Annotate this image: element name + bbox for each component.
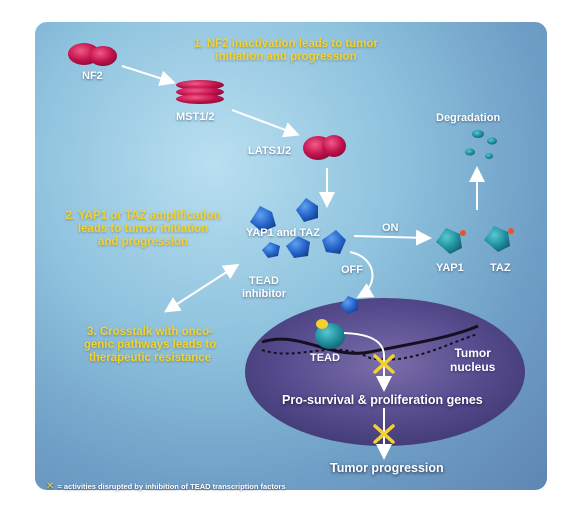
degradation-label: Degradation (436, 112, 501, 124)
taz-label: TAZ (490, 262, 511, 274)
legend-text: = activities disrupted by inhibition of … (57, 482, 286, 491)
degradation-fragments (465, 130, 497, 159)
arrow-crosstalk (163, 263, 240, 313)
arrow-nf2-mst (121, 65, 176, 86)
note-crosstalk: 3. Crosstalk with onco- genic pathways l… (83, 326, 217, 364)
yap-entering-nucleus (340, 296, 358, 314)
legend-cross-icon: ✕ (46, 481, 55, 492)
tead-label: TEAD (310, 352, 340, 364)
tead-inhibitor-label: TEAD inhibitor (242, 275, 286, 300)
nf2-label: NF2 (82, 70, 103, 82)
arrow-tead-genes (343, 332, 392, 392)
nf2-protein (68, 43, 117, 66)
legend: ✕= activities disrupted by inhibition of… (46, 481, 286, 492)
lats-label: LATS1/2 (248, 145, 292, 157)
arrow-on (353, 229, 432, 246)
arrow-mst-lats (231, 109, 300, 138)
tead-complex (315, 319, 345, 349)
mst-label: MST1/2 (176, 111, 215, 123)
yap-taz-label: YAP1 and TAZ (246, 227, 320, 239)
off-label: OFF (341, 264, 363, 276)
arrow-off (349, 251, 375, 298)
genes-label: Pro-survival & proliferation genes (282, 393, 483, 407)
yap1-label: YAP1 (436, 262, 464, 274)
yap1-protein (436, 228, 466, 254)
disruption-mark (373, 354, 395, 374)
tumor-nucleus-label: Tumor nucleus (450, 346, 496, 374)
yap-taz-cluster (250, 198, 346, 258)
disruption-mark (373, 424, 395, 444)
note-yap-amplification: 2. YAP1 or TAZ amplification leads to tu… (65, 210, 221, 248)
note-nf2-inactivation: 1. NF2 inactivation leads to tumor initi… (193, 38, 379, 63)
dna-strand (261, 324, 479, 355)
progression-label: Tumor progression (330, 461, 444, 475)
lats-protein (303, 135, 346, 160)
on-label: ON (382, 222, 399, 234)
mst-protein (176, 80, 224, 104)
taz-protein (484, 226, 514, 252)
